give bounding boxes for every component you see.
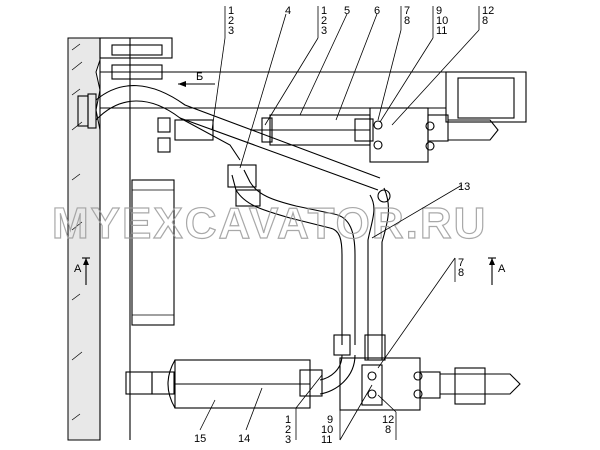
leader-lines [199, 6, 480, 441]
section-a-left: A [74, 257, 90, 285]
callout-right-8: 8 [458, 267, 464, 279]
callout-bottom-8: 8 [385, 424, 391, 436]
callout-3: 3 [228, 25, 234, 37]
callout-bottom-2: 2 [285, 424, 291, 436]
callout-bottom-3: 3 [285, 434, 291, 446]
callout-2: 2 [228, 15, 234, 27]
watermark-text: MYEXCAVATOR.RU [52, 199, 487, 248]
view-arrow-b: Б [178, 71, 215, 87]
callout-3b: 3 [321, 25, 327, 37]
callout-12: 12 [482, 5, 494, 17]
section-a-right-label: A [498, 263, 506, 275]
bottom-cylinder [125, 357, 521, 411]
frame-wall [67, 37, 175, 441]
callout-5: 5 [344, 5, 350, 17]
callout-bottom-12: 12 [382, 414, 394, 426]
callout-bottom-9: 9 [327, 414, 333, 426]
callout-bottom-10: 10 [321, 424, 333, 436]
callout-10: 10 [436, 15, 448, 27]
top-beam [77, 37, 527, 129]
hoses [95, 85, 391, 395]
view-b-label: Б [196, 71, 203, 83]
callout-right-7: 7 [458, 257, 464, 269]
callout-1: 1 [228, 5, 234, 17]
callout-2b: 2 [321, 15, 327, 27]
callout-7: 7 [404, 5, 410, 17]
callout-6: 6 [374, 5, 380, 17]
section-a-right: A [488, 257, 506, 285]
callout-4: 4 [285, 5, 291, 17]
callout-bottom-1: 1 [285, 414, 291, 426]
callout-13: 13 [458, 181, 470, 193]
top-cylinder [250, 107, 499, 163]
callout-8b: 8 [482, 15, 488, 27]
callout-11: 11 [436, 25, 447, 37]
callout-9: 9 [436, 5, 442, 17]
callout-1b: 1 [321, 5, 327, 17]
callout-bottom-11: 11 [321, 434, 332, 446]
callout-15: 15 [194, 433, 206, 445]
section-a-left-label: A [74, 263, 82, 275]
callout-8: 8 [404, 15, 410, 27]
callout-14: 14 [238, 433, 250, 445]
